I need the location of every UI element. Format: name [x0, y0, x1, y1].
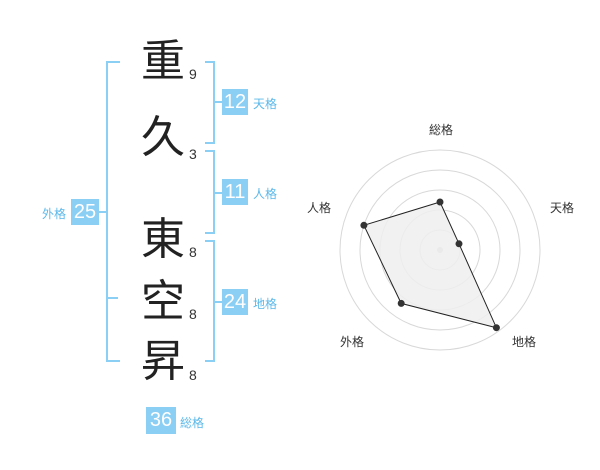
name-char-1: 重	[141, 36, 185, 87]
tenkaku-label: 天格	[253, 97, 278, 111]
jinkaku-label: 人格	[253, 187, 278, 201]
axis-label-soukaku: 総格	[429, 122, 453, 137]
jinkaku-bracket	[205, 150, 215, 234]
gaikaku-inner-tick	[106, 297, 118, 299]
radar-points	[360, 198, 500, 332]
name-char-4: 空	[141, 276, 185, 327]
jinkaku-badge: 11	[222, 179, 248, 205]
stroke-count-5: 8	[189, 367, 197, 383]
radar-point-5	[360, 221, 368, 229]
name-char-5: 昇	[141, 336, 185, 387]
radar-area	[363, 201, 498, 329]
stroke-count-3: 8	[189, 244, 197, 260]
gaikaku-badge: 25	[71, 199, 99, 225]
jinkaku-connector	[215, 192, 222, 194]
chikaku-label: 地格	[253, 297, 278, 311]
soukaku-label: 総格	[180, 416, 205, 430]
tenkaku-connector	[215, 101, 222, 103]
radar-ring-5	[339, 149, 541, 351]
radar-point-3	[492, 324, 500, 332]
axis-label-gaikaku: 外格	[340, 334, 364, 349]
stroke-count-1: 9	[189, 66, 197, 82]
name-char-2: 久	[141, 112, 185, 163]
stroke-count-2: 3	[189, 146, 197, 162]
axis-label-tenkaku: 天格	[550, 200, 574, 215]
axis-label-chikaku: 地格	[512, 334, 536, 349]
radar-point-1	[436, 198, 444, 206]
axis-label-jinkaku: 人格	[307, 200, 331, 215]
chikaku-bracket	[205, 240, 215, 362]
soukaku-badge: 36	[146, 407, 176, 434]
stroke-count-4: 8	[189, 306, 197, 322]
chikaku-badge: 24	[222, 289, 248, 315]
gaikaku-connector	[98, 211, 106, 213]
gaikaku-bracket	[106, 61, 120, 362]
chikaku-connector	[215, 301, 222, 303]
gaikaku-label: 外格	[42, 207, 67, 221]
radar-point-2	[455, 240, 463, 248]
tenkaku-bracket	[205, 61, 215, 144]
name-char-3: 東	[141, 214, 185, 265]
radar-point-4	[397, 299, 405, 307]
tenkaku-badge: 12	[222, 89, 248, 115]
radar-ring-4	[359, 169, 521, 331]
